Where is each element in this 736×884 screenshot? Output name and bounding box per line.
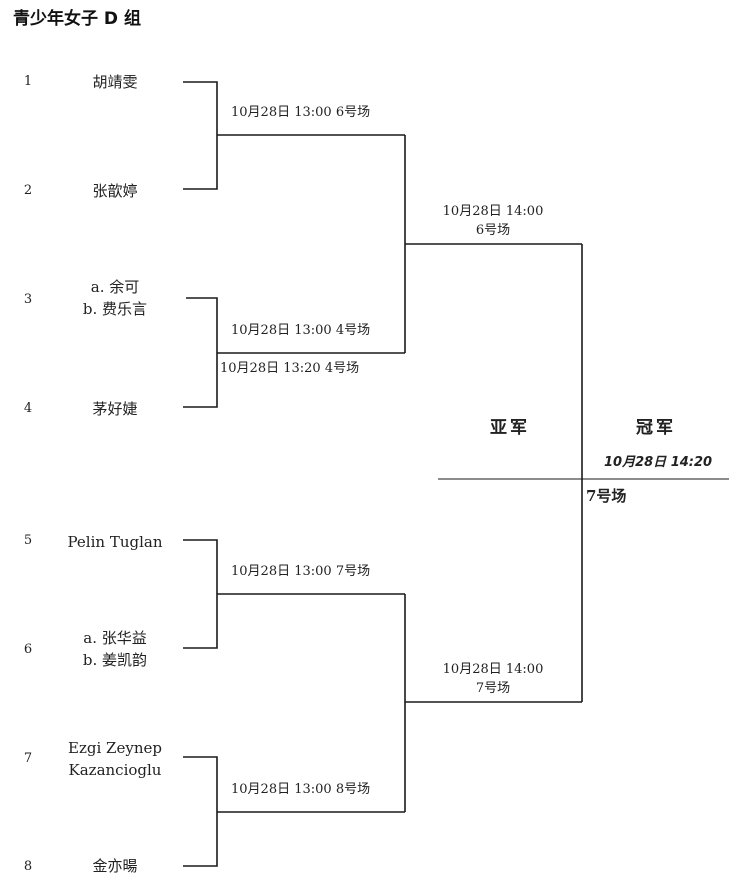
seed-4: 4	[23, 401, 33, 416]
player-6-name-b: b. 姜凯韵	[82, 651, 148, 669]
r1-m3-info: 10月28日 13:00 7号场	[231, 564, 371, 579]
seed-8: 8	[23, 859, 33, 874]
r1-m4-info: 10月28日 13:00 8号场	[231, 782, 371, 797]
seed-5: 5	[23, 533, 33, 548]
player-7: Ezgi Zeynep Kazancioglu	[40, 737, 190, 781]
r1-m2-info: 10月28日 13:00 4号场	[231, 323, 371, 338]
player-6-name-a: a. 张华益	[83, 629, 147, 647]
champion-label: 冠军	[636, 418, 676, 438]
player-5: Pelin Tuglan	[40, 531, 190, 553]
sf2-time: 10月28日 14:00	[442, 662, 544, 677]
seed-2: 2	[23, 183, 33, 198]
seed-7: 7	[23, 751, 33, 766]
r1-m2-alt-info: 10月28日 13:20 4号场	[220, 361, 360, 376]
player-1-name: 胡靖雯	[92, 73, 138, 91]
player-3: a. 余可 b. 费乐言	[40, 276, 190, 320]
sf1-info: 10月28日 14:00 6号场	[418, 200, 568, 238]
sf1-time: 10月28日 14:00	[442, 204, 544, 219]
seed-6: 6	[23, 642, 33, 657]
sf2-court: 7号场	[475, 681, 511, 696]
seed-3: 3	[23, 292, 33, 307]
player-4-name: 茅好婕	[92, 400, 138, 418]
player-8-name: 金亦暘	[92, 857, 138, 875]
player-7-name-a: Ezgi Zeynep	[68, 739, 162, 757]
player-3-name-b: b. 费乐言	[82, 300, 148, 318]
r1-m1-bracket	[183, 81, 218, 190]
player-1: 胡靖雯	[40, 71, 190, 93]
player-2-name: 张歆婷	[92, 182, 138, 200]
sf2-info: 10月28日 14:00 7号场	[418, 658, 568, 696]
sf1-court: 6号场	[475, 223, 511, 238]
player-5-name: Pelin Tuglan	[67, 533, 163, 551]
player-7-name-b: Kazancioglu	[68, 761, 162, 779]
runner-up-label: 亚军	[490, 418, 530, 438]
player-2: 张歆婷	[40, 180, 190, 202]
final-court: 7号场	[586, 487, 627, 505]
player-6: a. 张华益 b. 姜凯韵	[40, 627, 190, 671]
final-time: 10月28日 14:20	[604, 455, 713, 470]
seed-1: 1	[23, 74, 33, 89]
player-8: 金亦暘	[40, 855, 190, 877]
group-title: 青少年女子 D 组	[13, 9, 141, 29]
player-4: 茅好婕	[40, 398, 190, 420]
r1-m1-info: 10月28日 13:00 6号场	[231, 105, 371, 120]
player-3-name-a: a. 余可	[90, 278, 140, 296]
